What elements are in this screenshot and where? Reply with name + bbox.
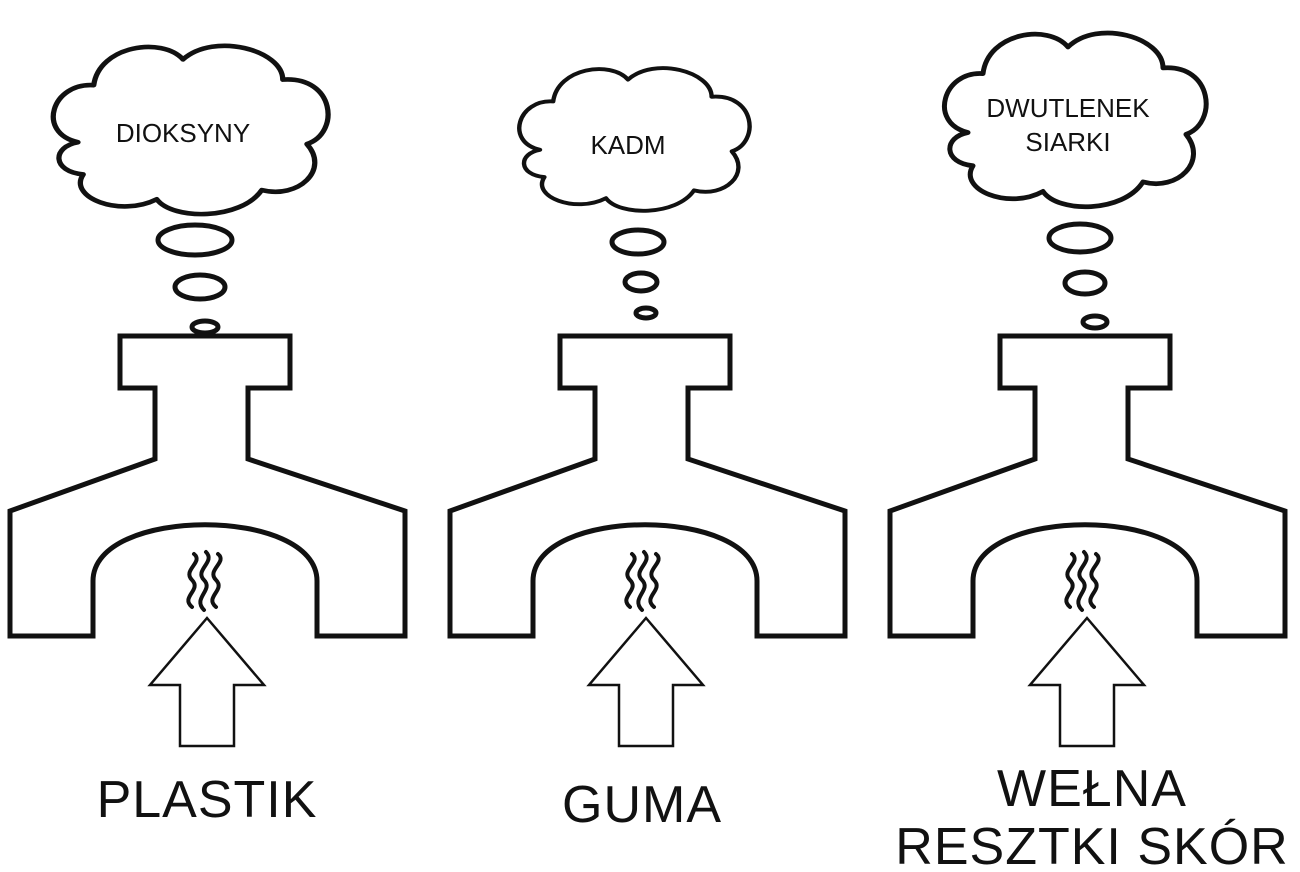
cloud-label-line-1: DWUTLENEK	[986, 93, 1150, 123]
material-label: PLASTIK	[97, 771, 318, 829]
pollutant-cloud: KADM	[519, 68, 749, 211]
up-arrow-icon	[148, 616, 266, 748]
cloud-label: KADM	[590, 130, 665, 160]
smoke-icon	[186, 550, 223, 612]
smoke-icon	[624, 550, 661, 612]
material-label: GUMA	[562, 776, 722, 834]
thought-bubbles	[155, 222, 235, 336]
furnace	[450, 336, 845, 636]
cloud-label-line-2: SIARKI	[1025, 127, 1110, 157]
panel-welna: DWUTLENEK SIARKI WEŁNA RESZTKI SKÓR	[890, 33, 1288, 872]
up-arrow-icon	[587, 616, 705, 748]
panel-guma: KADM GUMA	[450, 68, 845, 834]
material-label-line-2: RESZTKI SKÓR	[895, 818, 1288, 872]
thought-bubbles	[1046, 221, 1114, 331]
cloud-label: DIOKSYNY	[116, 118, 250, 148]
thought-bubbles	[609, 227, 667, 321]
panel-plastik: DIOKSYNY PLASTIK	[10, 46, 405, 829]
material-label-line-1: WEŁNA	[997, 760, 1187, 818]
pollutant-cloud: DWUTLENEK SIARKI	[944, 33, 1206, 207]
furnace	[890, 336, 1285, 636]
furnace	[10, 336, 405, 636]
up-arrow-icon	[1028, 616, 1146, 748]
smoke-icon	[1064, 550, 1101, 612]
pollutant-cloud: DIOKSYNY	[53, 46, 328, 214]
